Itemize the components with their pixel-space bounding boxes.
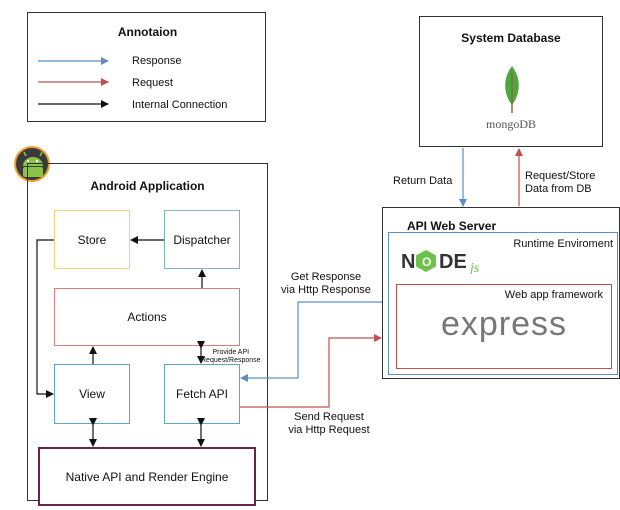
fetch-api-box: Fetch API — [164, 364, 240, 424]
nodejs-logo: N O DE js — [401, 250, 480, 274]
express-logo: express — [440, 305, 568, 343]
actions-box: Actions — [54, 288, 240, 346]
store-box: Store — [54, 210, 130, 269]
mongodb-logo-text: mongoDB — [485, 117, 536, 131]
native-api-render-engine-box: Native API and Render Engine — [38, 447, 256, 506]
svg-text:DE: DE — [439, 251, 467, 273]
runtime-environment-label: Runtime Enviroment — [513, 238, 613, 250]
view-box: View — [54, 364, 130, 424]
mongodb-leaf-icon — [505, 66, 519, 113]
provide-api-label: Provide API Request/Response — [201, 349, 261, 364]
android-application-title: Android Application — [90, 179, 205, 193]
send-request-arrow — [240, 334, 382, 408]
dispatcher-box: Dispatcher — [164, 210, 240, 269]
database-title: System Database — [461, 31, 561, 45]
svg-text:js: js — [468, 261, 480, 274]
get-response-arrow — [240, 301, 382, 382]
system-database-box: System Database mongoDB — [419, 16, 603, 147]
get-response-label: Get Response via Http Response — [281, 271, 371, 296]
legend-internal-label: Internal Connection — [132, 99, 228, 111]
request-store-label: Request/Store Data from DB — [525, 170, 596, 195]
legend-title: Annotaion — [117, 25, 178, 39]
android-icon — [14, 146, 50, 182]
web-app-framework-label: Web app framework — [504, 289, 603, 301]
send-request-label: Send Request via Http Request — [288, 411, 370, 436]
legend-request-label: Request — [132, 77, 173, 89]
legend-response-label: Response — [132, 55, 182, 67]
api-web-server-title: API Web Server — [407, 219, 497, 233]
svg-text:O: O — [422, 255, 431, 269]
return-data-label: Return Data — [393, 175, 453, 187]
web-app-framework-box: Web app framework express — [396, 284, 612, 369]
store-to-view-arrow — [36, 239, 54, 398]
svg-text:N: N — [401, 251, 415, 273]
